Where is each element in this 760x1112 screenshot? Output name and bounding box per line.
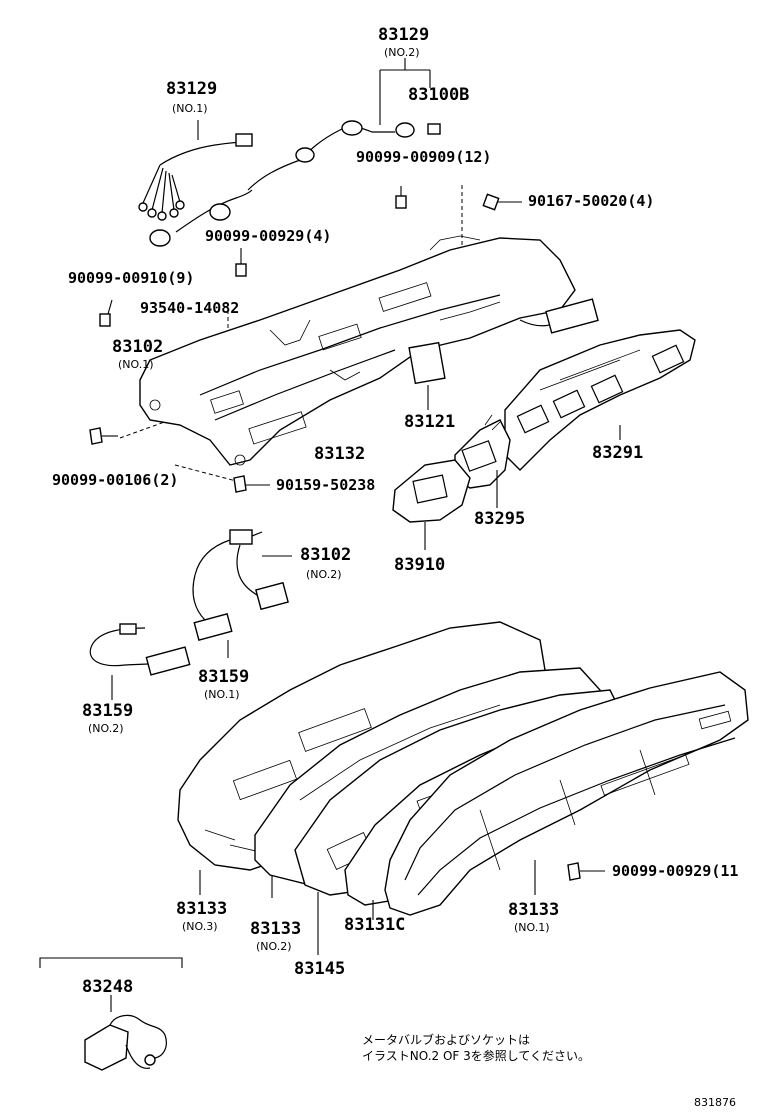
label-90099-00929-11: 90099-00929(11 [612, 862, 738, 880]
label-83133-no2: 83133 (NO.2) [250, 919, 301, 953]
svg-text:(NO.1): (NO.1) [118, 358, 154, 371]
note: メータバルブおよびソケットは イラストNO.2 OF 3を参照してください。 [362, 1032, 590, 1063]
label-83159-no2: 83159 (NO.2) [82, 701, 133, 735]
svg-text:(NO.1): (NO.1) [172, 102, 208, 115]
harness-83159 [89, 623, 229, 700]
svg-text:(NO.2): (NO.2) [384, 46, 420, 59]
label-83133-no1: 83133 (NO.1) [508, 900, 559, 934]
svg-text:83133: 83133 [250, 919, 301, 939]
svg-text:83102: 83102 [112, 337, 163, 357]
diagram-code: 831876 [694, 1096, 736, 1109]
screw-90099-00929-11 [567, 862, 605, 881]
label-83132: 83132 [314, 444, 365, 464]
label-90099-00929-4: 90099-00929(4) [205, 227, 331, 245]
harness-83248 [39, 957, 183, 1071]
label-83295: 83295 [474, 509, 525, 529]
label-83129-no2: 83129 (NO.2) [378, 25, 429, 59]
label-83129-no1: 83129 (NO.1) [166, 79, 217, 115]
svg-text:メータバルブおよびソケットは: メータバルブおよびソケットは [362, 1032, 530, 1047]
label-83102-no1: 83102 (NO.1) [112, 337, 163, 371]
bulb-90099-00909 [395, 186, 407, 209]
svg-text:83129: 83129 [378, 25, 429, 45]
label-83133-no3: 83133 (NO.3) [176, 899, 227, 933]
svg-text:83129: 83129 [166, 79, 217, 99]
label-90099-00106: 90099-00106(2) [52, 471, 178, 489]
svg-text:83159: 83159 [82, 701, 133, 721]
screw-90099-00106 [89, 427, 118, 445]
label-90167-50020: 90167-50020(4) [528, 192, 654, 210]
label-83159-no1: 83159 (NO.1) [198, 667, 249, 701]
case-83133-no1 [384, 671, 749, 916]
harness-83129-no1 [138, 120, 253, 221]
label-83291: 83291 [592, 443, 643, 463]
bulb-90099-00929 [235, 248, 247, 277]
switch-panel-83291 [504, 329, 696, 471]
svg-text:イラストNO.2 OF 3を参照してください。: イラストNO.2 OF 3を参照してください。 [362, 1048, 590, 1063]
svg-text:(NO.2): (NO.2) [256, 940, 292, 953]
clip-83121 [408, 341, 446, 410]
svg-text:83102: 83102 [300, 545, 351, 565]
harness-83129-no2 [149, 120, 441, 247]
svg-text:(NO.1): (NO.1) [514, 921, 550, 934]
label-83910: 83910 [394, 555, 445, 575]
harness-83102-no2 [192, 529, 292, 641]
svg-text:(NO.3): (NO.3) [182, 920, 218, 933]
svg-text:(NO.1): (NO.1) [204, 688, 240, 701]
label-90099-00909: 90099-00909(12) [356, 148, 491, 166]
label-90159-50238: 90159-50238 [276, 476, 375, 494]
label-83121: 83121 [404, 412, 455, 432]
screw-90159-50238 [233, 475, 270, 493]
label-83100b: 83100B [408, 85, 469, 105]
label-83145: 83145 [294, 959, 345, 979]
svg-text:(NO.2): (NO.2) [306, 568, 342, 581]
switch-83910 [392, 459, 471, 550]
screw-90167-50020 [482, 193, 522, 211]
label-90099-00910: 90099-00910(9) [68, 269, 194, 287]
bulb-90099-00910 [99, 299, 113, 327]
label-83131c: 83131C [344, 915, 405, 935]
label-93540-14082: 93540-14082 [140, 299, 239, 317]
svg-text:(NO.2): (NO.2) [88, 722, 124, 735]
label-83102-no2: 83102 (NO.2) [300, 545, 351, 581]
printed-circuit-83132 [139, 235, 599, 466]
label-83248: 83248 [82, 977, 133, 997]
svg-text:83159: 83159 [198, 667, 249, 687]
svg-text:83133: 83133 [176, 899, 227, 919]
svg-text:83133: 83133 [508, 900, 559, 920]
